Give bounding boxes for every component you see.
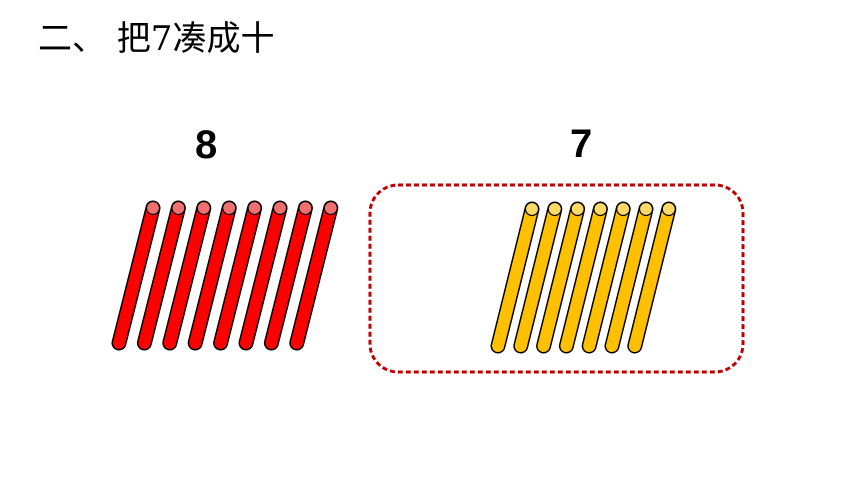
red-stick bbox=[289, 200, 339, 351]
page-title: 二、 把7凑成十 bbox=[38, 19, 275, 59]
red-stick bbox=[263, 200, 313, 351]
yellow-sticks-group bbox=[490, 201, 677, 354]
right-count-label: 7 bbox=[570, 122, 593, 166]
yellow-stick bbox=[604, 201, 654, 354]
red-stick bbox=[238, 200, 288, 351]
yellow-stick bbox=[627, 201, 677, 354]
yellow-stick bbox=[490, 201, 540, 354]
yellow-stick bbox=[581, 201, 631, 354]
red-stick bbox=[213, 200, 263, 351]
red-stick bbox=[136, 200, 186, 351]
red-sticks-group bbox=[111, 200, 339, 351]
left-count-label: 8 bbox=[195, 123, 218, 167]
dashed-grouping-box bbox=[368, 183, 745, 374]
red-stick bbox=[162, 200, 212, 351]
yellow-stick bbox=[536, 201, 586, 354]
yellow-stick bbox=[513, 201, 563, 354]
yellow-stick bbox=[558, 201, 608, 354]
red-stick bbox=[111, 200, 161, 351]
red-stick bbox=[187, 200, 237, 351]
